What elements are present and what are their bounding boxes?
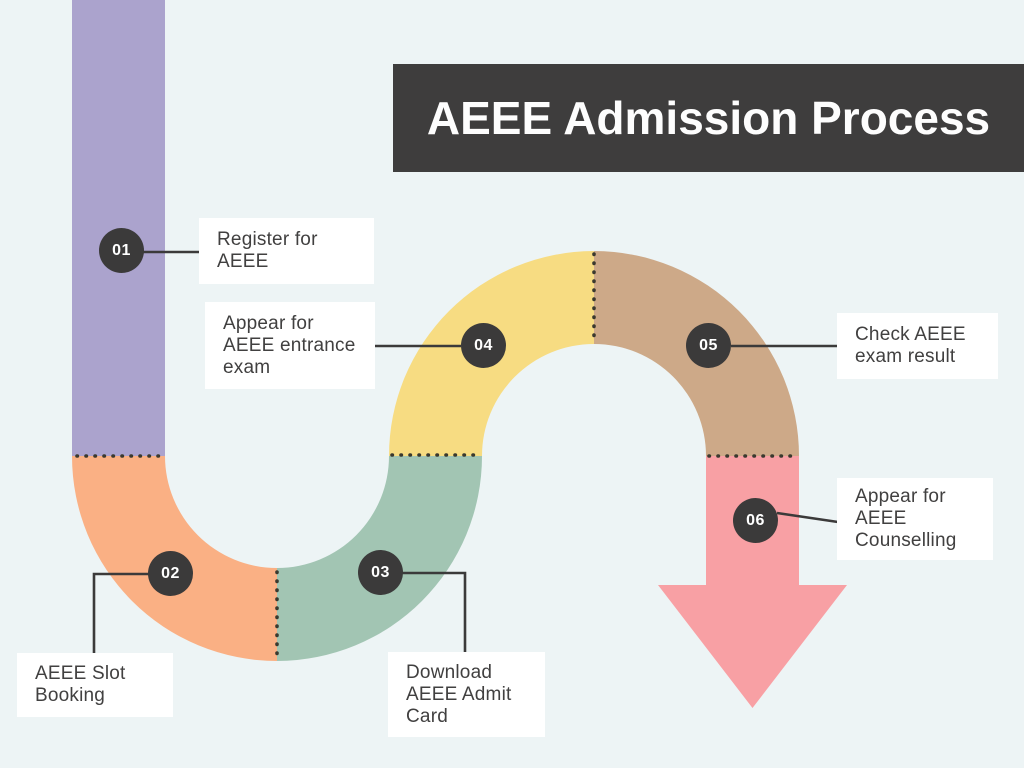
title-banner: AEEE Admission Process (393, 64, 1024, 172)
connector-step-02 (92, 572, 149, 653)
step-label-counselling: Appear for AEEE Counselling (837, 478, 993, 560)
step-label-admit-card: Download AEEE Admit Card (388, 652, 545, 737)
step-badge-06: 06 (733, 498, 778, 543)
connector-step-06 (776, 511, 839, 524)
step-label-register: Register for AEEE (199, 218, 374, 284)
step-badge-02: 02 (148, 551, 193, 596)
step-badge-01: 01 (99, 228, 144, 273)
step-label-slot-booking: AEEE Slot Booking (17, 653, 173, 717)
connector-lines (92, 250, 839, 653)
segment-counselling-arrow (658, 456, 847, 708)
step-label-entrance-exam: Appear for AEEE entrance exam (205, 302, 375, 389)
segment-dividers (75, 252, 798, 659)
connector-step-03 (402, 571, 467, 652)
page-title: AEEE Admission Process (426, 92, 991, 144)
step-badge-03: 03 (358, 550, 403, 595)
step-badge-04: 04 (461, 323, 506, 368)
step-label-exam-result: Check AEEE exam result (837, 313, 998, 379)
step-badge-05: 05 (686, 323, 731, 368)
